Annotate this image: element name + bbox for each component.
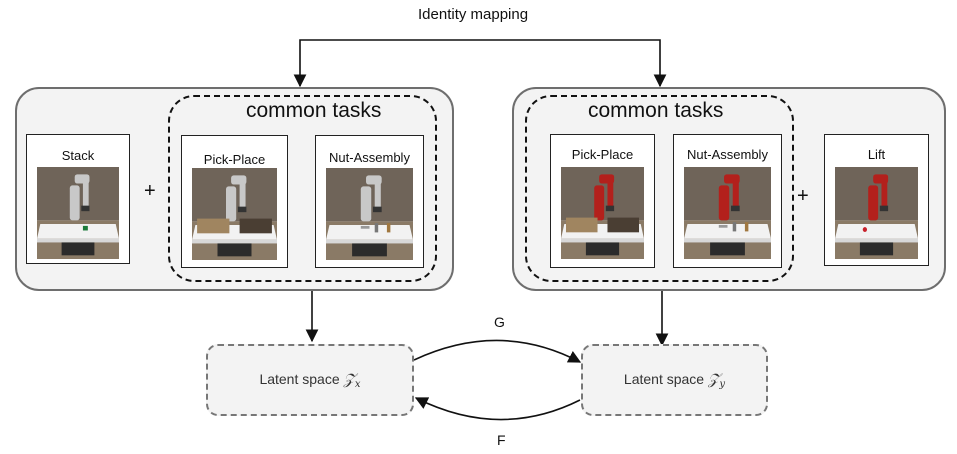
plus-sign-target: + bbox=[797, 185, 809, 207]
task-image-nut-assembly-target bbox=[684, 167, 771, 259]
latent-space-y-prefix: Latent space bbox=[623, 371, 705, 387]
target-common-tasks-box bbox=[525, 95, 794, 282]
task-label-stack: Stack bbox=[61, 148, 95, 163]
f-mapping-label: F bbox=[497, 432, 506, 448]
task-image-nut-assembly-source bbox=[326, 168, 413, 260]
latent-space-y-label: Latent space 𝒵y bbox=[624, 370, 725, 390]
task-image-stack bbox=[37, 167, 119, 259]
task-label-pick-place-source: Pick-Place bbox=[203, 152, 266, 167]
task-image-lift bbox=[835, 167, 918, 259]
task-card-lift: Lift bbox=[824, 134, 929, 266]
latent-space-y-box: Latent space 𝒵y bbox=[581, 344, 768, 416]
latent-space-y-symbol: 𝒵 bbox=[707, 370, 720, 388]
latent-space-x-subscript: x bbox=[354, 379, 361, 390]
plus-sign-source: + bbox=[144, 180, 156, 202]
f-mapping-arrow bbox=[414, 397, 581, 421]
task-card-pick-place-target: Pick-Place bbox=[550, 134, 655, 268]
source-common-tasks-title: common tasks bbox=[246, 99, 382, 122]
task-card-stack: Stack bbox=[26, 134, 130, 264]
g-mapping-arrow bbox=[413, 339, 582, 363]
task-card-nut-assembly-source: Nut-Assembly bbox=[315, 135, 424, 268]
identity-mapping-connector bbox=[293, 39, 667, 88]
latent-space-x-label: Latent space 𝒵x bbox=[259, 370, 360, 390]
task-label-pick-place-target: Pick-Place bbox=[571, 147, 634, 162]
task-image-pick-place-source bbox=[192, 168, 277, 260]
latent-space-x-box: Latent space 𝒵x bbox=[206, 344, 414, 416]
task-label-nut-assembly-target: Nut-Assembly bbox=[687, 147, 768, 162]
latent-space-x-prefix: Latent space bbox=[259, 371, 340, 387]
latent-space-x-symbol: 𝒵 bbox=[343, 370, 355, 388]
identity-mapping-label: Identity mapping bbox=[418, 6, 529, 23]
task-label-lift: Lift bbox=[867, 147, 886, 162]
source-common-tasks-box bbox=[168, 95, 437, 282]
latent-space-y-subscript: y bbox=[719, 379, 726, 390]
task-label-nut-assembly-source: Nut-Assembly bbox=[329, 150, 410, 165]
task-image-pick-place-target bbox=[561, 167, 644, 259]
g-mapping-label: G bbox=[494, 314, 505, 330]
task-card-pick-place-source: Pick-Place bbox=[181, 135, 288, 268]
target-common-tasks-title: common tasks bbox=[588, 99, 724, 122]
task-card-nut-assembly-target: Nut-Assembly bbox=[673, 134, 782, 268]
